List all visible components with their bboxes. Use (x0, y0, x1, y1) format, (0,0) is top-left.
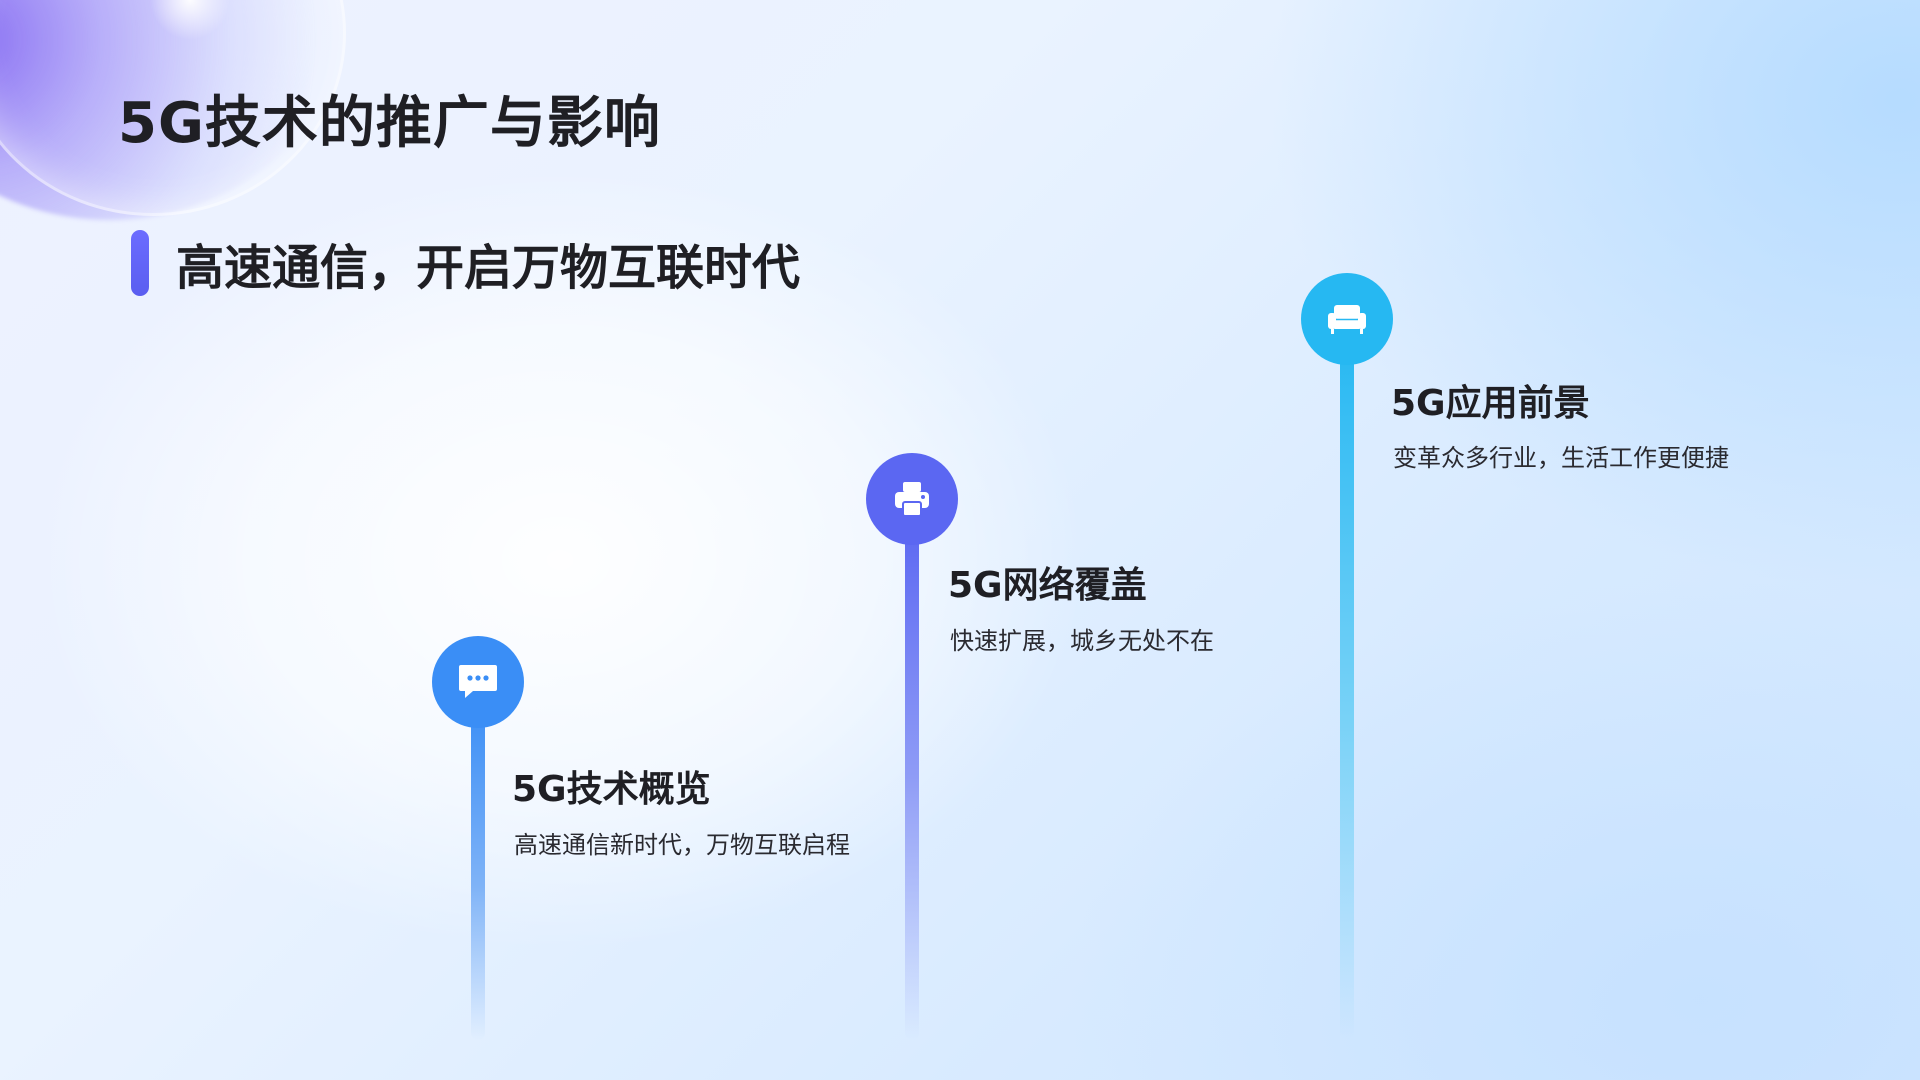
milestone-3-title: 5G应用前景 (1391, 383, 1590, 424)
milestone-1-node (432, 636, 524, 728)
milestone-2-node (866, 453, 958, 545)
milestone-2-stem (905, 515, 919, 1040)
sofa-icon (1326, 301, 1368, 337)
slide-subtitle: 高速通信，开启万物互联时代 (176, 240, 801, 296)
milestone-1-title: 5G技术概览 (512, 769, 711, 810)
subtitle-accent-bar (131, 230, 149, 296)
milestone-3-node (1301, 273, 1393, 365)
milestone-1-description: 高速通信新时代，万物互联启程 (514, 831, 850, 859)
chat-bubble-icon (457, 663, 499, 701)
milestone-2-description: 快速扩展，城乡无处不在 (950, 627, 1214, 655)
printer-icon (892, 479, 932, 519)
milestone-3-description: 变革众多行业，生活工作更便捷 (1393, 444, 1729, 472)
milestone-1-stem (471, 700, 485, 1040)
slide-title: 5G技术的推广与影响 (118, 91, 661, 156)
milestone-3-stem (1340, 335, 1354, 1040)
milestone-2-title: 5G网络覆盖 (948, 565, 1147, 606)
